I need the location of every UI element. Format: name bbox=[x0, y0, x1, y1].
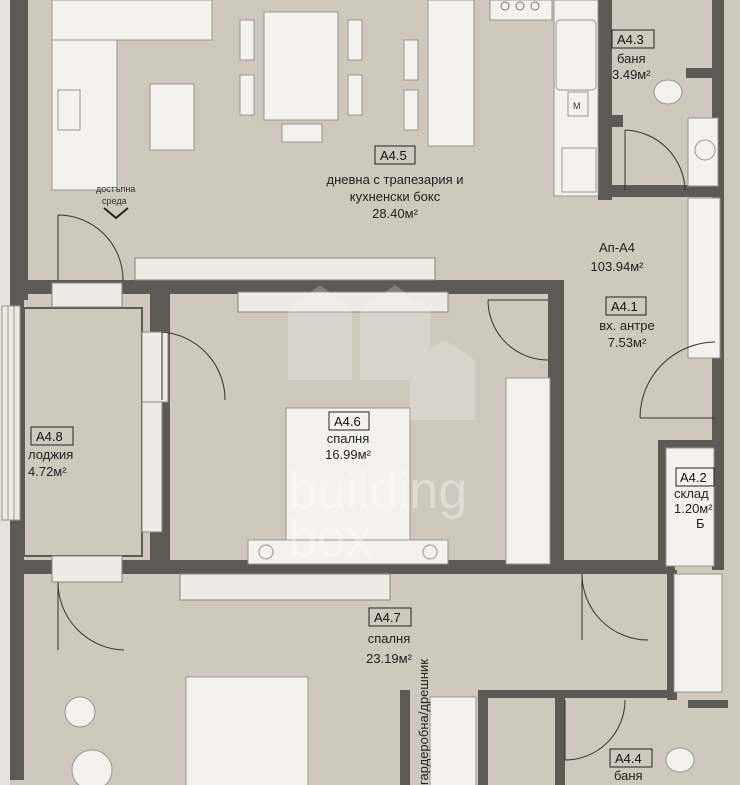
bedroom2-cabinet bbox=[673, 573, 723, 693]
a42-code: А4.2 bbox=[680, 470, 707, 485]
wardrobe-label: гардеробна/дрешник bbox=[416, 659, 431, 785]
watermark: building box bbox=[288, 285, 475, 568]
wardrobe-bedroom bbox=[505, 377, 551, 565]
a47-code-box bbox=[368, 607, 412, 627]
a42-area: 1.20м² bbox=[674, 501, 713, 516]
accessible-chevron-icon bbox=[103, 207, 129, 220]
a47-name: спалня bbox=[368, 631, 411, 646]
a47-code: А4.7 bbox=[374, 610, 401, 625]
watermark-line2: box bbox=[288, 510, 372, 568]
a41-area: 7.53м² bbox=[608, 335, 647, 350]
apartment-code: Ап-А4 bbox=[599, 240, 635, 255]
a44-code-box bbox=[609, 748, 653, 768]
a43-area: 3.49м² bbox=[612, 67, 651, 82]
a44-name: баня bbox=[614, 768, 643, 783]
accessible-label-1: достъпна bbox=[96, 184, 135, 194]
wardrobe-closet bbox=[429, 696, 477, 785]
a46-code: А4.6 bbox=[334, 414, 361, 429]
a43-code: А4.3 bbox=[617, 32, 644, 47]
door-swings bbox=[57, 129, 716, 761]
a45-code-box bbox=[374, 145, 416, 165]
apartment-area: 103.94м² bbox=[590, 259, 644, 274]
a48-name: лоджия bbox=[28, 447, 73, 462]
storage-letter: Б bbox=[696, 516, 705, 531]
a42-code-box bbox=[675, 467, 715, 487]
a41-name: вх. антре bbox=[599, 318, 654, 333]
hall-cabinet bbox=[687, 197, 721, 359]
bedroom2-bed bbox=[64, 676, 309, 785]
a48-code-box bbox=[30, 426, 74, 446]
a43-code-box bbox=[611, 29, 655, 49]
toilet-a44 bbox=[665, 747, 695, 773]
a45-area: 28.40м² bbox=[372, 206, 418, 221]
washer-box bbox=[567, 91, 589, 117]
loggia-window-left bbox=[1, 305, 21, 521]
watermark-line1: building bbox=[288, 462, 467, 520]
a45-code: А4.5 bbox=[380, 148, 407, 163]
a46-code-box bbox=[328, 411, 370, 431]
accessible-label-2: среда bbox=[102, 196, 127, 206]
a46-area: 16.99м² bbox=[325, 447, 371, 462]
a41-code-box bbox=[605, 296, 647, 316]
washer-letter: М bbox=[573, 101, 581, 111]
a42-name: склад bbox=[674, 486, 709, 501]
a45-name2: кухненски бокс bbox=[350, 189, 441, 204]
a48-area: 4.72м² bbox=[28, 464, 67, 479]
a41-code: А4.1 bbox=[611, 299, 638, 314]
bath-fixtures bbox=[653, 79, 719, 187]
a48-code: А4.8 bbox=[36, 429, 63, 444]
a46-name: спалня bbox=[327, 431, 370, 446]
stove-burners bbox=[500, 1, 540, 11]
living-furniture bbox=[51, 0, 599, 197]
a45-name1: дневна с трапезария и bbox=[326, 172, 463, 187]
bedroom-bed bbox=[247, 407, 449, 565]
a47-area: 23.19м² bbox=[366, 651, 412, 666]
a43-name: баня bbox=[617, 51, 646, 66]
a44-code: А4.4 bbox=[615, 751, 642, 766]
windows bbox=[51, 257, 449, 601]
